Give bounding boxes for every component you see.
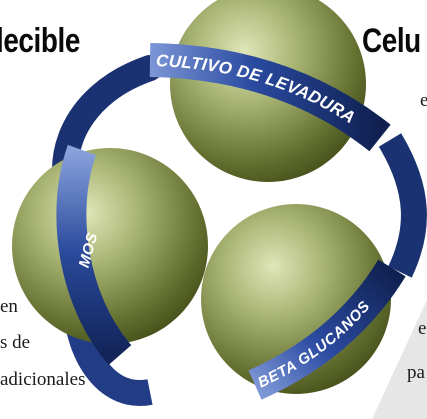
left-text-line-3: adicionales xyxy=(0,369,86,390)
right-text-line-2: e xyxy=(418,318,427,339)
ring-segment-right xyxy=(378,133,427,278)
band-top-shape xyxy=(149,43,391,152)
right-text-line-1: e xyxy=(420,90,427,111)
left-text-line-2: s de xyxy=(0,332,31,353)
heading-left-fragment: lecible xyxy=(0,22,80,60)
band-bottom-shape xyxy=(248,259,406,400)
corner-shape xyxy=(372,300,427,419)
right-text-line-3: pa xyxy=(407,362,425,383)
band-left-shape xyxy=(56,144,132,365)
heading-right-fragment: Celu xyxy=(362,22,421,60)
left-text-line-1: en xyxy=(0,296,18,317)
